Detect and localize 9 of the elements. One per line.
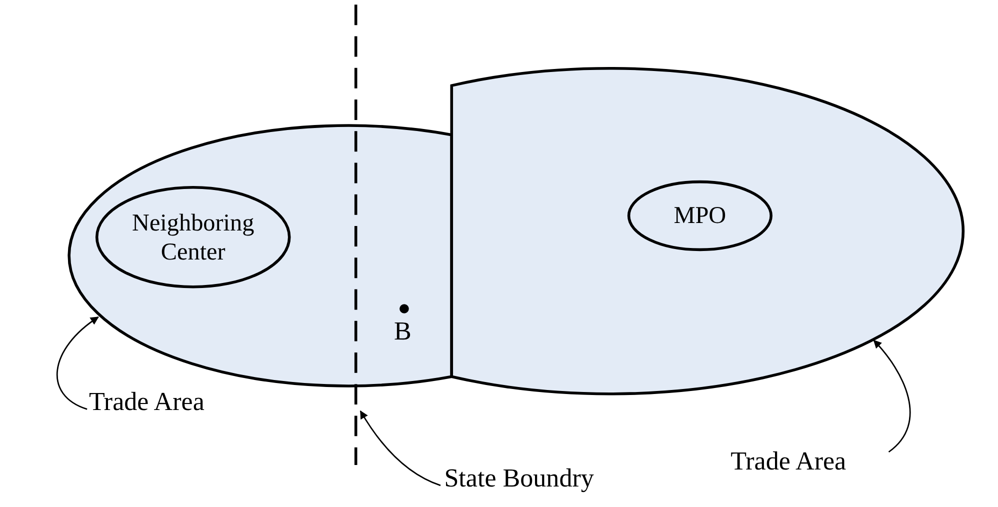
point-label: B xyxy=(394,318,412,347)
callout-text: Trade Area xyxy=(88,388,204,418)
region-label: MPO xyxy=(674,201,726,230)
leader-line xyxy=(873,340,911,452)
leader-line xyxy=(56,316,99,410)
leader-line xyxy=(360,410,441,486)
callout-text: Trade Area xyxy=(730,448,846,477)
region-label: Neighboring Center xyxy=(130,208,256,266)
callout-text: State Boundry xyxy=(444,465,594,494)
